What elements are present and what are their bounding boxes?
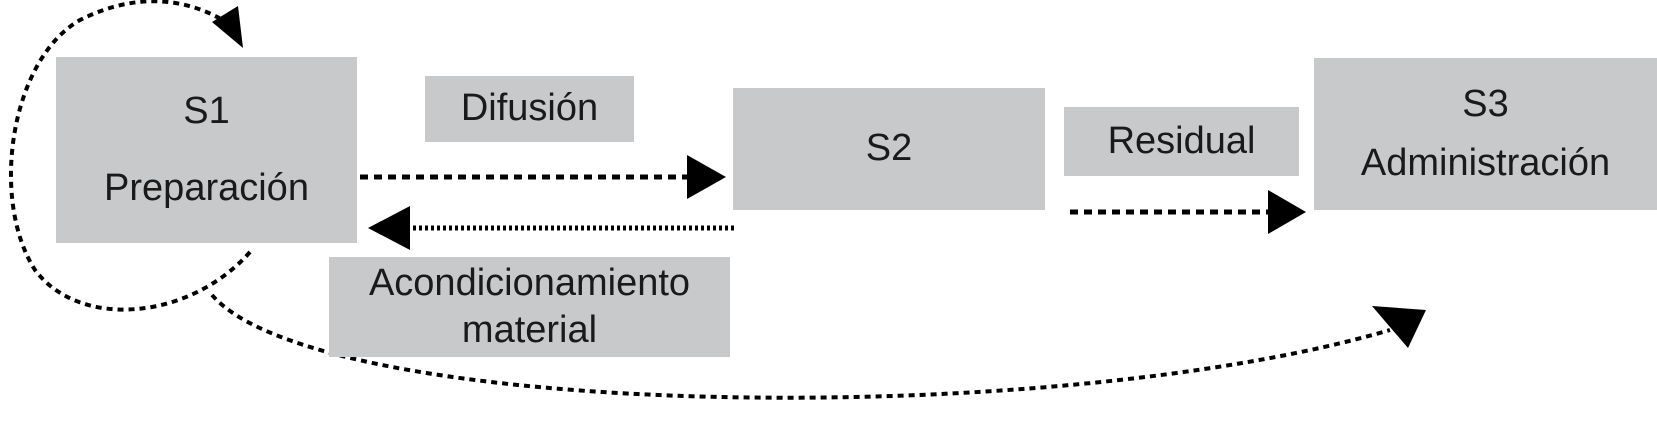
s1-to-s3-arrow [210, 293, 1391, 400]
stage-s1-code: S1 [183, 89, 230, 132]
s2-to-s1-arrowhead [368, 206, 410, 250]
label-difusion-text: Difusión [460, 87, 599, 130]
s1-to-s3-arrowhead [1372, 306, 1426, 348]
stage-s3-code: S3 [1462, 82, 1509, 125]
s2-to-s3-arrowhead [1268, 190, 1306, 234]
stage-s2-box: S2 [733, 88, 1045, 210]
s1-to-s2-arrowhead [687, 155, 726, 199]
stage-s2-code: S2 [865, 127, 913, 170]
stage-s3-box: S3 Administración [1314, 58, 1657, 210]
stage-s1-name: Preparación [104, 167, 309, 209]
stage-s1-box: S1 Preparación [56, 57, 357, 243]
label-acondicionamiento-line1: Acondicionamiento [368, 261, 691, 304]
label-residual: Residual [1064, 107, 1299, 176]
label-difusion: Difusión [425, 76, 634, 142]
label-residual-text: Residual [1107, 119, 1256, 162]
s1-self-loop-arrow [9, 0, 252, 312]
s1-self-loop-arrowhead [212, 6, 243, 48]
stage-s3-name: Administración [1360, 142, 1611, 184]
label-acondicionamiento: Acondicionamiento material [329, 257, 730, 357]
label-acondicionamiento-line2: material [461, 309, 598, 351]
